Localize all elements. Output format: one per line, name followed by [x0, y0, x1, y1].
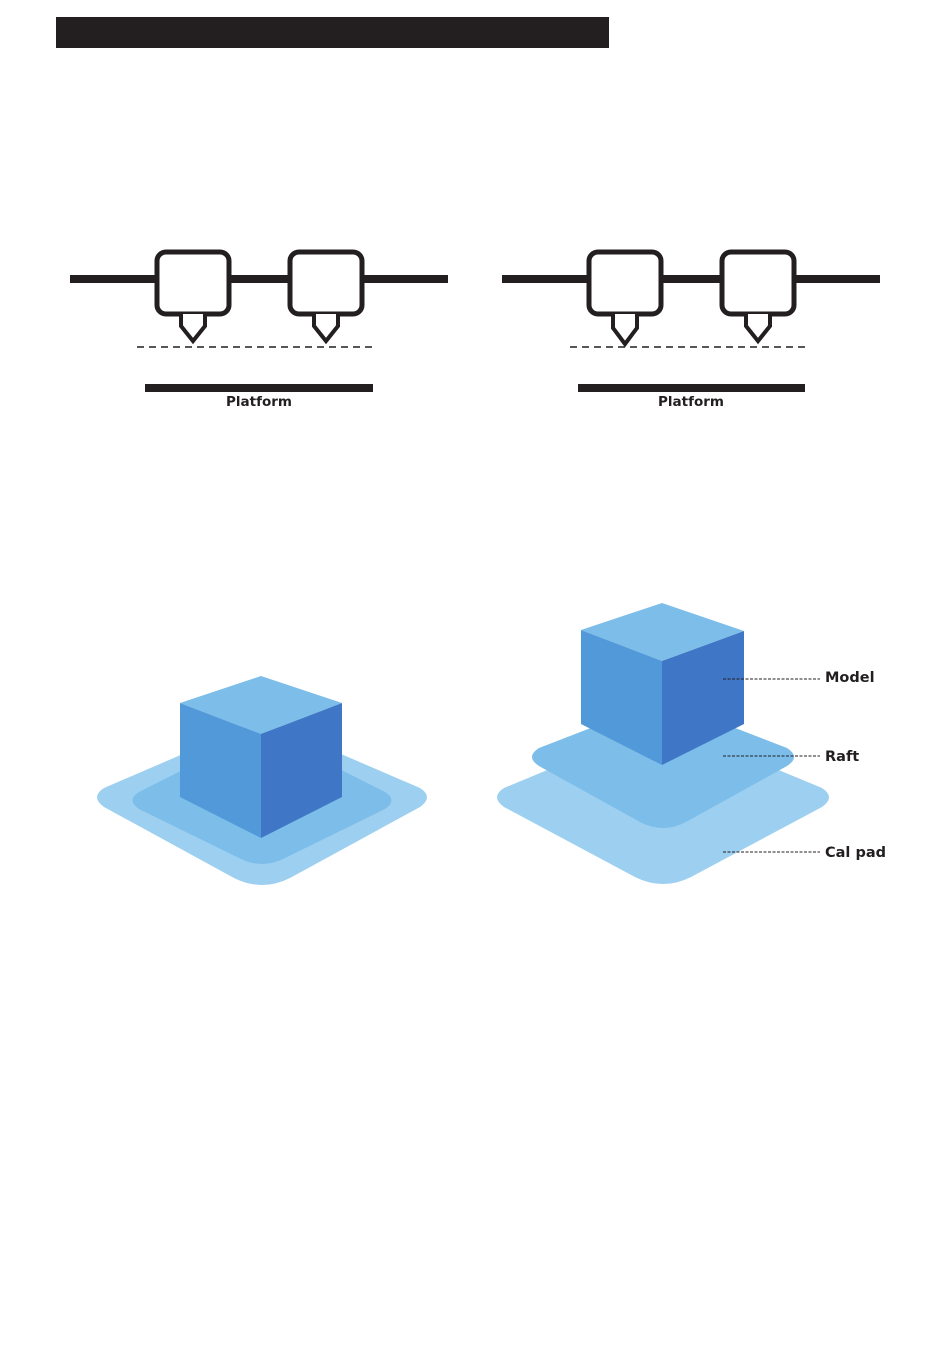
raft-label: Raft [825, 749, 859, 765]
print-head-left [589, 252, 661, 344]
nozzle-diagram-right: Platform [502, 252, 880, 410]
platform-label: Platform [658, 394, 724, 410]
print-head-left [157, 252, 229, 341]
model-on-pad [97, 676, 427, 885]
gantry-rail [70, 275, 448, 283]
platform-bar [578, 384, 805, 392]
nozzle-diagrams: Platform Platform [0, 0, 950, 440]
layer-illustrations: Model Raft Cal pad [0, 560, 950, 920]
cal-pad-label: Cal pad [825, 845, 886, 861]
print-head-right [290, 252, 362, 341]
gantry-rail [502, 275, 880, 283]
print-head-right [722, 252, 794, 341]
model-label: Model [825, 670, 875, 686]
platform-label: Platform [226, 394, 292, 410]
platform-bar [145, 384, 373, 392]
nozzle-diagram-left: Platform [70, 252, 448, 410]
exploded-layers: Model Raft Cal pad [497, 603, 886, 884]
